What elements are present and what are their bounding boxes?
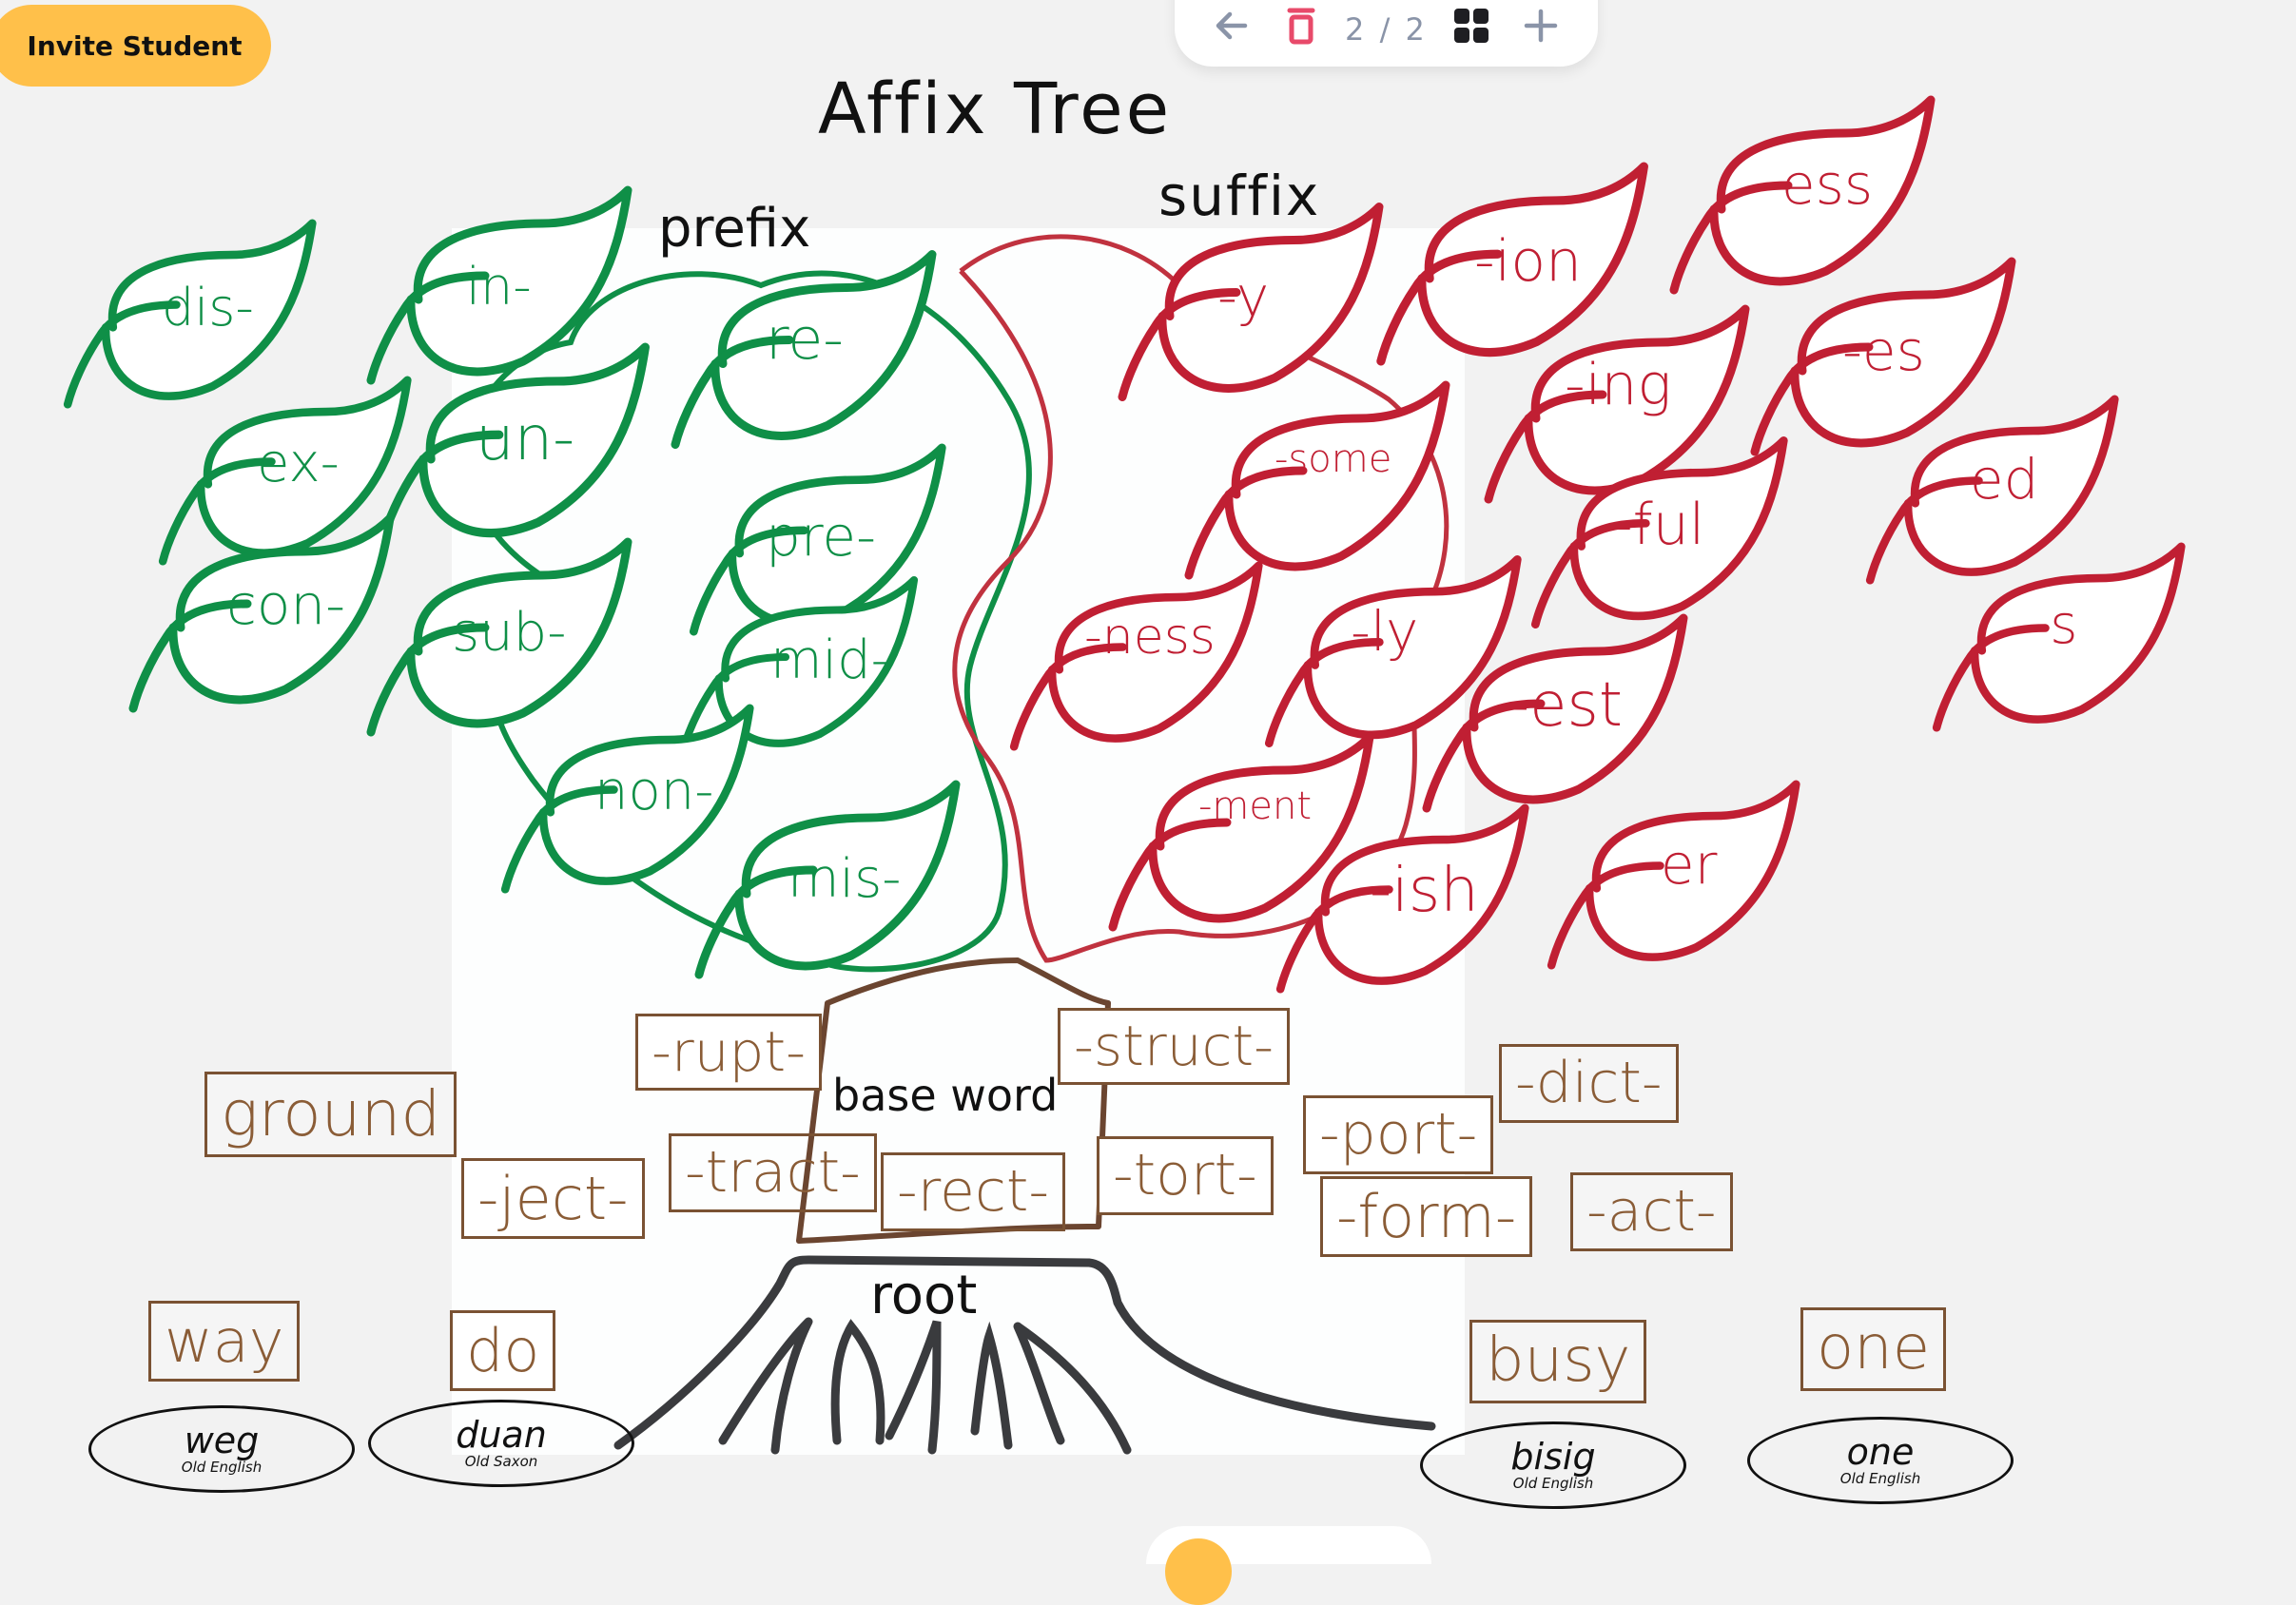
root-tile[interactable]: -dict- [1499, 1044, 1679, 1123]
leaf-label: -ing [1565, 352, 1672, 418]
origin-oval[interactable]: weg Old English [88, 1405, 355, 1493]
suffix-leaf[interactable]: -ish [1255, 803, 1541, 994]
leaf-label: -y [1217, 264, 1270, 329]
leaf-label: -some [1274, 437, 1392, 481]
suffix-leaf[interactable]: -ful [1517, 433, 1793, 632]
suffix-leaf[interactable]: -s [1907, 542, 2202, 732]
suffix-leaf[interactable]: -ed [1845, 395, 2131, 585]
leaf-label: re- [766, 306, 844, 373]
suffix-leaf[interactable]: -ly [1251, 551, 1527, 751]
origin-oval[interactable]: one Old English [1747, 1417, 2014, 1504]
arrow-left-icon [1216, 11, 1248, 40]
modern-word-tile[interactable]: busy [1469, 1320, 1647, 1403]
prefix-leaf[interactable]: in- [347, 185, 642, 385]
board-title: Affix Tree [818, 68, 1173, 150]
leaf-label: dis- [162, 278, 254, 338]
prefix-leaf[interactable]: re- [656, 247, 942, 452]
grid-view-icon [1454, 9, 1489, 43]
prefix-leaf[interactable]: mis- [675, 780, 970, 979]
trash-icon [1287, 8, 1315, 45]
modern-word-tile[interactable]: one [1800, 1307, 1947, 1391]
root-tile[interactable]: -port- [1303, 1095, 1494, 1174]
origin-language: Old Saxon [464, 1453, 538, 1470]
prefix-leaf[interactable]: dis- [43, 219, 328, 409]
root-tile[interactable]: ground [204, 1072, 457, 1157]
leaf-label: -ed [1950, 447, 2039, 512]
leaf-label: ex- [257, 433, 340, 494]
leaf-label: in- [466, 257, 532, 317]
page-indicator: 2 / 2 [1345, 11, 1428, 48]
origin-word: one [1846, 1431, 1915, 1473]
suffix-leaf[interactable]: -es [1736, 257, 2021, 456]
leaf-label: -es [1842, 319, 1925, 383]
leaf-label: -ness [1084, 609, 1216, 666]
leaf-label: -ish [1370, 856, 1479, 926]
leaf-label: -er [1641, 832, 1718, 897]
suffix-leaf[interactable]: -y [1103, 200, 1389, 404]
leaf-label: con- [226, 572, 346, 637]
leaf-label: -est [1508, 670, 1623, 741]
prefix-label: prefix [658, 198, 811, 260]
leaf-label: sub- [452, 602, 567, 664]
suffix-leaf[interactable]: -ment [1094, 732, 1379, 932]
prefix-leaf[interactable]: non- [480, 704, 766, 894]
page-toolbar: 2 / 2 [1175, 0, 1598, 67]
root-tile[interactable]: -ject- [461, 1158, 645, 1240]
root-tile[interactable]: -rupt- [635, 1014, 823, 1091]
origin-language: Old English [1839, 1470, 1921, 1487]
root-tile[interactable]: -form- [1320, 1176, 1533, 1258]
origin-oval[interactable]: duan Old Saxon [368, 1400, 634, 1487]
origin-word: duan [456, 1414, 547, 1456]
prefix-leaf[interactable]: con- [114, 513, 399, 713]
suffix-leaf[interactable]: -ing [1469, 304, 1755, 504]
leaf-label: -ion [1474, 228, 1583, 295]
invite-student-button[interactable]: Invite Student [0, 5, 271, 87]
suffix-leaf[interactable]: -some [1170, 380, 1455, 580]
modern-word-tile[interactable]: do [450, 1310, 556, 1392]
origin-word: weg [184, 1420, 260, 1461]
user-avatar[interactable] [1165, 1538, 1232, 1605]
root-tile[interactable]: -tract- [669, 1133, 877, 1212]
modern-word-tile[interactable]: way [148, 1301, 301, 1383]
leaf-label: -ful [1612, 492, 1705, 558]
leaf-label: -ess [1761, 152, 1874, 217]
origin-language: Old English [181, 1459, 263, 1476]
leaf-label: un- [476, 404, 575, 474]
root-tile[interactable]: -rect- [881, 1152, 1066, 1231]
grid-view-button[interactable] [1447, 4, 1496, 48]
leaf-label: -ly [1351, 599, 1419, 664]
prefix-leaf[interactable]: sub- [347, 537, 642, 737]
prefix-leaf[interactable]: mid- [666, 570, 923, 761]
root-tile[interactable]: -tort- [1097, 1136, 1274, 1215]
prefix-leaf[interactable]: ex- [138, 376, 423, 566]
suffix-leaf[interactable]: -ness [989, 561, 1274, 751]
base-word-label: base word [832, 1070, 1059, 1121]
add-page-button[interactable] [1516, 4, 1566, 48]
delete-page-button[interactable] [1276, 4, 1326, 48]
root-tile[interactable]: -act- [1570, 1172, 1733, 1251]
origin-language: Old English [1512, 1475, 1594, 1492]
back-button[interactable] [1207, 4, 1256, 48]
leaf-label: mis- [788, 848, 902, 910]
suffix-leaf[interactable]: -er [1527, 780, 1812, 970]
suffix-leaf[interactable]: -ion [1360, 162, 1655, 366]
plus-icon [1524, 9, 1557, 43]
suffix-leaf[interactable]: -ess [1655, 95, 1940, 295]
leaf-label: mid- [770, 629, 890, 691]
leaf-label: pre- [766, 504, 876, 569]
suffix-leaf[interactable]: -est [1403, 613, 1698, 813]
origin-word: bisig [1510, 1436, 1596, 1478]
root-label: root [870, 1265, 978, 1326]
leaf-label: non- [594, 761, 714, 822]
suffix-label: suffix [1158, 164, 1321, 228]
leaf-label: -s [2031, 594, 2078, 656]
prefix-leaf[interactable]: un- [361, 342, 656, 547]
origin-oval[interactable]: bisig Old English [1420, 1421, 1686, 1509]
root-tile[interactable]: -struct- [1058, 1008, 1291, 1085]
leaf-label: -ment [1198, 784, 1313, 828]
prefix-leaf[interactable]: pre- [675, 437, 951, 642]
